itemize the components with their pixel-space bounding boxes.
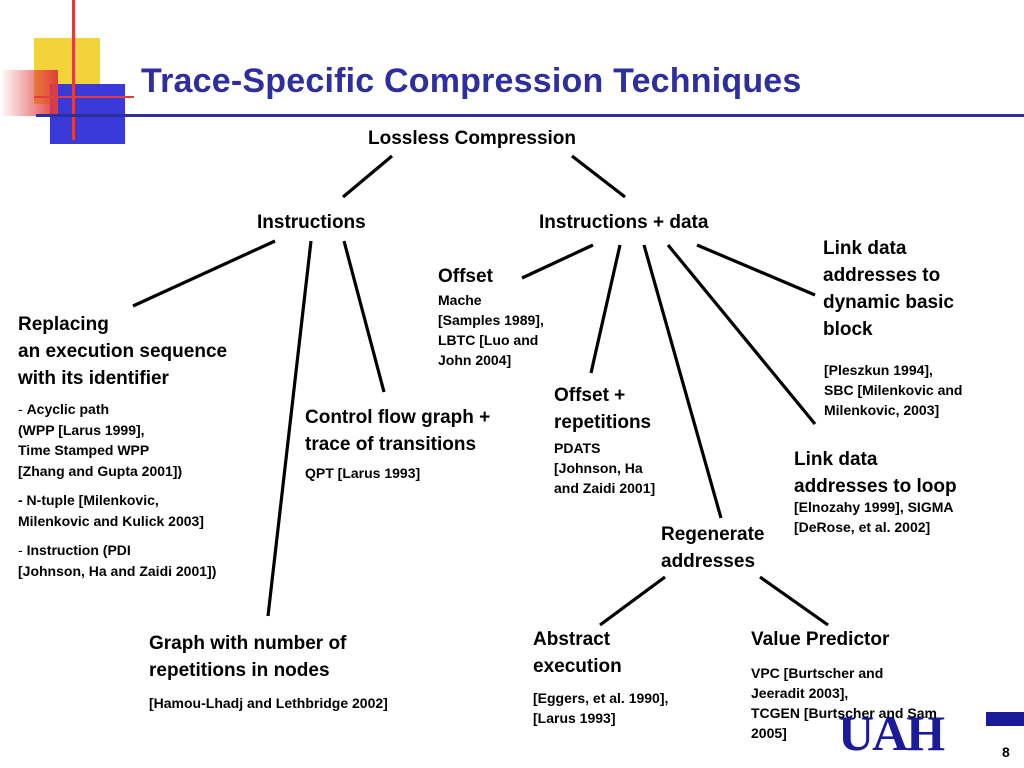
node-link-loop: Link data addresses to loop — [794, 446, 957, 500]
edge-root-instrdata — [571, 154, 626, 199]
link-loop-ref: [Elnozahy 1999], SIGMA — [794, 499, 954, 515]
value-pred-ref: TCGEN [Burtscher and Sam — [751, 705, 937, 721]
ref-line: - Instruction (PDI — [18, 542, 131, 558]
link-dbb-line: Link data — [823, 238, 907, 259]
value-pred-label: Value Predictor — [751, 629, 890, 650]
node-graph-repetitions: Graph with number of repetitions in node… — [149, 630, 388, 713]
edge-regen-valuepred — [759, 575, 829, 627]
value-pred-ref: Jeeradit 2003], — [751, 685, 849, 701]
offset-rep-ref: PDATS — [554, 440, 601, 456]
uah-logo: UAH — [838, 705, 945, 761]
value-pred-ref: VPC [Burtscher and — [751, 665, 884, 681]
abstract-line: Abstract — [533, 629, 611, 650]
node-regenerate-addresses: Regenerate addresses — [661, 521, 765, 575]
node-lossless-compression: Lossless Compression — [368, 128, 577, 149]
decor-red-vline — [72, 0, 75, 140]
edge-instr-controlflow — [342, 240, 386, 393]
abstract-ref: [Larus 1993] — [533, 710, 616, 726]
edge-data-offset — [521, 243, 594, 280]
edge-root-instructions — [341, 154, 394, 199]
abstract-ref: [Eggers, et al. 1990], — [533, 690, 669, 706]
title-divider — [36, 114, 1024, 117]
value-pred-ref: 2005] — [751, 725, 787, 741]
link-loop-refs: [Elnozahy 1999], SIGMA [DeRose, et al. 2… — [794, 497, 953, 537]
link-loop-ref: [DeRose, et al. 2002] — [794, 519, 931, 535]
node-instructions-data: Instructions + data — [539, 212, 709, 233]
link-dbb-refs: [Pleszkun 1994], SBC [Milenkovic and Mil… — [824, 360, 962, 420]
edge-instr-replacing — [132, 239, 276, 308]
link-loop-line: Link data — [794, 449, 878, 470]
edge-data-linkloop — [666, 243, 817, 426]
offset-ref: LBTC [Luo and — [438, 332, 539, 348]
abstract-line: execution — [533, 656, 622, 677]
slide-title: Trace-Specific Compression Techniques — [141, 62, 802, 100]
node-value-predictor: Value Predictor VPC [Burtscher and Jeera… — [751, 626, 937, 743]
graph-reps-ref: [Hamou-Lhadj and Lethbridge 2002] — [149, 695, 388, 711]
offset-rep-ref: and Zaidi 2001] — [554, 480, 656, 496]
offset-rep-line: Offset + — [554, 385, 626, 406]
link-dbb-ref: [Pleszkun 1994], — [824, 362, 933, 378]
logo-bar — [986, 712, 1024, 726]
graph-reps-line: repetitions in nodes — [149, 660, 330, 681]
ref-line: Time Stamped WPP — [18, 442, 150, 458]
edge-data-linkdbb — [696, 243, 816, 297]
node-replacing: Replacing an execution sequence with its… — [18, 311, 227, 392]
node-instructions: Instructions — [257, 212, 366, 233]
ref-line: Milenkovic and Kulick 2003] — [18, 512, 204, 529]
edge-data-offsetrep — [589, 244, 622, 374]
control-flow-ref: QPT [Larus 1993] — [305, 465, 421, 481]
node-link-dynamic-block: Link data addresses to dynamic basic blo… — [823, 235, 954, 343]
ref-line: - N-tuple [Milenkovic, — [18, 492, 159, 508]
ref-line: [Johnson, Ha and Zaidi 2001]) — [18, 562, 217, 579]
link-dbb-ref: SBC [Milenkovic and — [824, 382, 963, 398]
offset-rep-ref: [Johnson, Ha — [554, 460, 643, 476]
offset-ref: Mache — [438, 292, 482, 308]
link-dbb-ref: Milenkovic, 2003] — [824, 402, 940, 418]
offset-ref: [Samples 1989], — [438, 312, 544, 328]
replacing-refs: - Acyclic path (WPP [Larus 1999], Time S… — [18, 399, 216, 581]
control-flow-line: Control flow graph + — [305, 407, 491, 428]
link-loop-line: addresses to loop — [794, 476, 957, 497]
regenerate-line: addresses — [661, 551, 756, 572]
offset-ref: John 2004] — [438, 352, 512, 368]
node-control-flow: Control flow graph + trace of transition… — [305, 404, 490, 483]
replacing-line: Replacing — [18, 314, 109, 335]
edge-instr-graphreps — [266, 240, 313, 617]
replacing-line: with its identifier — [18, 368, 169, 389]
node-offset-repetitions: Offset + repetitions PDATS [Johnson, Ha … — [554, 382, 655, 498]
ref-line: - Acyclic path — [18, 401, 110, 417]
page-number: 8 — [1002, 744, 1010, 760]
link-dbb-line: addresses to — [823, 265, 941, 286]
edge-regen-abstract — [599, 575, 666, 627]
link-dbb-line: dynamic basic — [823, 292, 954, 313]
ref-line: [Zhang and Gupta 2001]) — [18, 462, 183, 479]
regenerate-line: Regenerate — [661, 524, 765, 545]
offset-label: Offset — [438, 266, 493, 287]
decor-red-square — [0, 70, 58, 116]
replacing-line: an execution sequence — [18, 341, 228, 362]
control-flow-line: trace of transitions — [305, 434, 477, 455]
node-offset: Offset Mache [Samples 1989], LBTC [Luo a… — [438, 263, 544, 370]
edge-data-regenerate — [642, 244, 723, 519]
ref-line: (WPP [Larus 1999], — [18, 421, 145, 438]
offset-rep-line: repetitions — [554, 412, 652, 433]
node-abstract-execution: Abstract execution [Eggers, et al. 1990]… — [533, 626, 668, 728]
graph-reps-line: Graph with number of — [149, 633, 347, 654]
decor-red-hline — [34, 96, 134, 98]
link-dbb-line: block — [823, 319, 873, 340]
